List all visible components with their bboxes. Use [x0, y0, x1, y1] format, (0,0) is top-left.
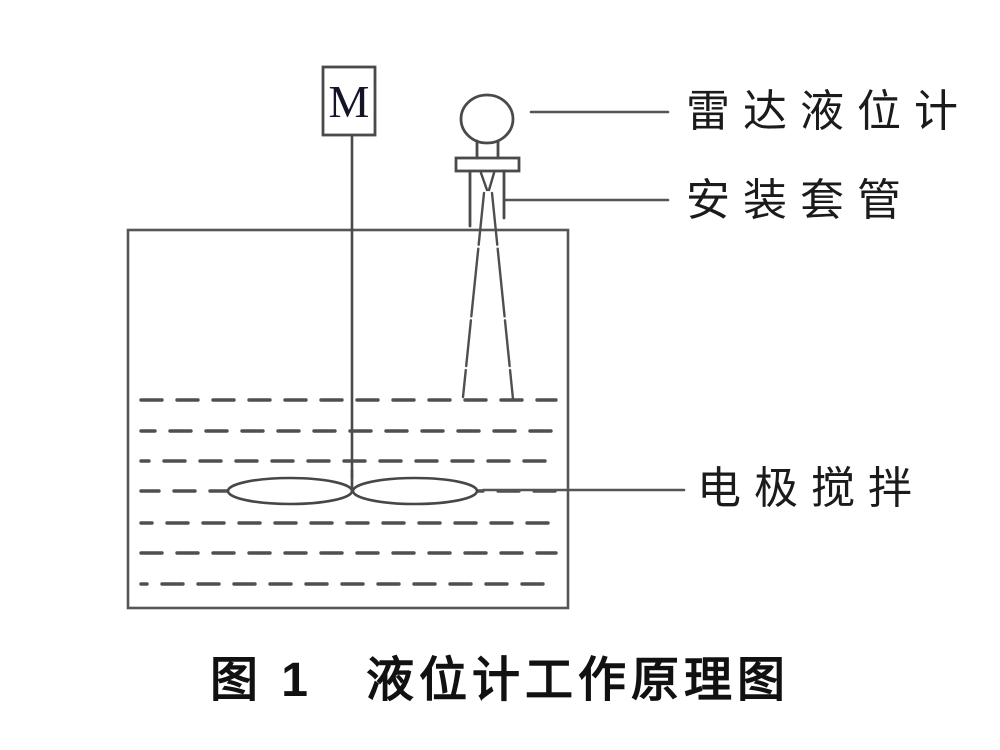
mounting-flange [454, 156, 521, 173]
motor-box [321, 65, 377, 137]
liquid-level-dashes [139, 398, 558, 586]
label-mounting-sleeve: 安装套管 [686, 176, 914, 225]
leader-lines [481, 110, 686, 492]
antenna-horn [479, 171, 496, 192]
radar-dome [459, 93, 515, 145]
label-electrode-stirrer: 电极搅拌 [697, 464, 925, 513]
figure-caption: 图 1 液位计工作原理图 [209, 654, 791, 707]
motor-label: M [328, 75, 370, 127]
label-radar-level-gauge: 雷达液位计 [686, 87, 971, 136]
radar-beam [461, 191, 515, 401]
tank-outline [126, 228, 570, 610]
radar-level-gauge [454, 93, 521, 228]
